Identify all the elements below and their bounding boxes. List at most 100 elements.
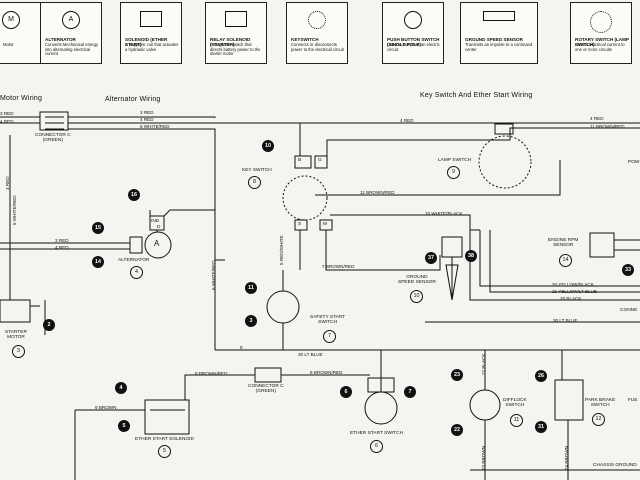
safety-switch-number: 7 <box>323 330 336 343</box>
wire-tag: 21 YELLOW/LT BLUE <box>552 289 597 294</box>
callout-badge: 22 <box>451 424 463 436</box>
engine-rpm-sensor-label: ENGINE RPM SENSOR <box>548 238 579 249</box>
engine-rpm-sensor-plug <box>589 232 615 258</box>
key-switch-terminals <box>294 155 312 169</box>
park-brake-label: PARK BRAKE SWITCH <box>585 398 616 409</box>
callout-badge: 37 <box>425 252 437 264</box>
wire-11-brown <box>315 160 561 196</box>
wire-tag-vertical: 6 WHITE/RED <box>211 260 216 290</box>
callout-badge: 10 <box>262 140 274 152</box>
pow-partial-label: POW <box>628 160 640 165</box>
wire-6-white-red <box>68 128 225 261</box>
motor-icon: M <box>2 11 20 29</box>
legend-relay-desc: A magnetic switch that directs battery p… <box>210 42 261 57</box>
wire-tag-vertical: 22 BLACK <box>481 353 486 375</box>
alternator-letter: A <box>154 239 160 248</box>
park-brake-body <box>554 379 584 421</box>
section-key-switch-ether: Key Switch And Ether Start Wiring <box>420 92 533 99</box>
legend-rotary-desc: Directs electrical current to one or mor… <box>575 42 625 52</box>
solenoid-icon <box>140 11 162 27</box>
callout-badge: 4 <box>115 382 127 394</box>
pin-b: B <box>298 158 302 163</box>
alternator-terminal-box <box>129 236 143 254</box>
wire-tag: 4 RED <box>55 245 69 250</box>
connector-c-mid-label: CONNECTOR C (GREEN) <box>248 384 284 395</box>
legend-keyswitch-title: KEYSWITCH <box>291 37 319 42</box>
alternator-body <box>144 231 172 259</box>
wire-tag-vertical: 24 BROWN <box>564 446 569 470</box>
wire-20-yellow-black <box>479 230 640 287</box>
wire-tag: 30 LT BLUE <box>298 352 323 357</box>
legend-relay: RELAY SOLENOID (STARTER) A magnetic swit… <box>205 2 267 64</box>
wire-tag: 3 RED <box>0 111 14 116</box>
legend-solenoid: SOLENOID (ETHER START) A magnetic coil t… <box>120 2 182 64</box>
callout-badge: 3 <box>245 315 257 327</box>
pin-ind: IND <box>151 219 160 224</box>
callout-badge: 26 <box>535 370 547 382</box>
callout-badge: 6 <box>340 386 352 398</box>
legend-pushbutton-desc: Used to complete an electric circuit <box>387 42 440 52</box>
legend-speedsensor-desc: Transmits an impulse to a command center <box>465 42 533 52</box>
callout-badge: 31 <box>535 421 547 433</box>
ether-solenoid-body <box>144 399 190 435</box>
safety-switch-body <box>266 290 300 324</box>
wire-tag: 8 <box>240 345 243 350</box>
legend-rotary: ROTARY SWITCH (LAMP SWITCH) Directs elec… <box>570 2 632 64</box>
wire-3-red-alt <box>68 116 216 118</box>
alternator-icon: A <box>62 11 80 29</box>
alternator-number: 4 <box>130 266 143 279</box>
callout-badge: 33 <box>622 264 634 276</box>
pin-s: S <box>298 222 302 227</box>
key-switch-number: 8 <box>248 176 261 189</box>
pin-m: M <box>323 222 327 227</box>
wire-tag: 10 WHITE/BLACK <box>425 211 463 216</box>
wire-tag-vertical: 3 RED <box>5 176 10 190</box>
connector-c-top <box>39 111 69 131</box>
ground-speed-sensor-plug <box>441 236 463 258</box>
ground-speed-sensor-label: GROUND SPEED SENSOR <box>398 275 436 286</box>
difflock-switch-label: DIFFLOCK SWITCH <box>503 398 527 409</box>
wire-tag: 3 RED <box>140 110 154 115</box>
legend-alternator-title: ALTERNATOR <box>45 37 76 42</box>
wire-tag: 4 RED <box>0 119 14 124</box>
difflock-switch-body <box>469 389 501 421</box>
callout-badge: 7 <box>404 386 416 398</box>
callout-badge: 11 <box>245 282 257 294</box>
ground-speed-sensor-number: 10 <box>410 290 423 303</box>
legend-pushbutton: PUSH BUTTON SWITCH (SINGLE POLE) Used to… <box>382 2 444 64</box>
wire-6-white-alt <box>163 209 216 350</box>
ether-start-switch-body <box>364 391 398 425</box>
wire-key-to-lamp <box>326 127 640 160</box>
wire-21-yellow-lt-blue <box>489 230 640 293</box>
wire-tag-vertical: 23 BROWN <box>481 446 486 470</box>
callout-badge: 5 <box>118 420 130 432</box>
callout-badge: 15 <box>92 222 104 234</box>
section-alternator-wiring: Alternator Wiring <box>105 96 161 103</box>
legend-rotary-title: ROTARY SWITCH (LAMP SWITCH) <box>575 37 629 47</box>
wire-tag: 30 LT BLUE <box>553 318 578 323</box>
park-brake-number: 12 <box>592 413 605 426</box>
ether-switch-number: 6 <box>370 440 383 453</box>
wire-tag: 11 BROWN/RED <box>360 190 395 195</box>
ether-solenoid-number: 5 <box>158 445 171 458</box>
wire-tag: 11 BROWN/RED <box>590 124 625 129</box>
legend-speedsensor: GROUND SPEED SENSOR Transmits an impulse… <box>460 2 538 64</box>
legend-pushbutton-title: PUSH BUTTON SWITCH (SINGLE POLE) <box>387 37 440 47</box>
wire-tag: 4 RED <box>400 118 414 123</box>
pin-g: G <box>318 158 322 163</box>
key-switch-label: KEY SWITCH <box>242 168 272 173</box>
relay-icon <box>225 11 247 27</box>
legend-alternator-desc: Converts Mechanical energy into alternat… <box>45 42 99 57</box>
rotary-switch-icon <box>590 11 612 33</box>
speed-sensor-icon <box>483 11 515 21</box>
callout-badge: 14 <box>92 256 104 268</box>
wire-tag: 4 RED <box>140 117 154 122</box>
chassis-ground-label: CHASSIS GROUND <box>593 463 637 468</box>
callout-badge: 23 <box>451 369 463 381</box>
callout-badge: 16 <box>128 189 140 201</box>
wire-tag: 3 RED <box>55 238 69 243</box>
pin-d: D <box>157 225 161 230</box>
callout-badge: 38 <box>465 250 477 262</box>
wire-8-brown-red <box>184 374 255 400</box>
ether-solenoid-label: ETHER START SOLENOID <box>135 437 194 442</box>
